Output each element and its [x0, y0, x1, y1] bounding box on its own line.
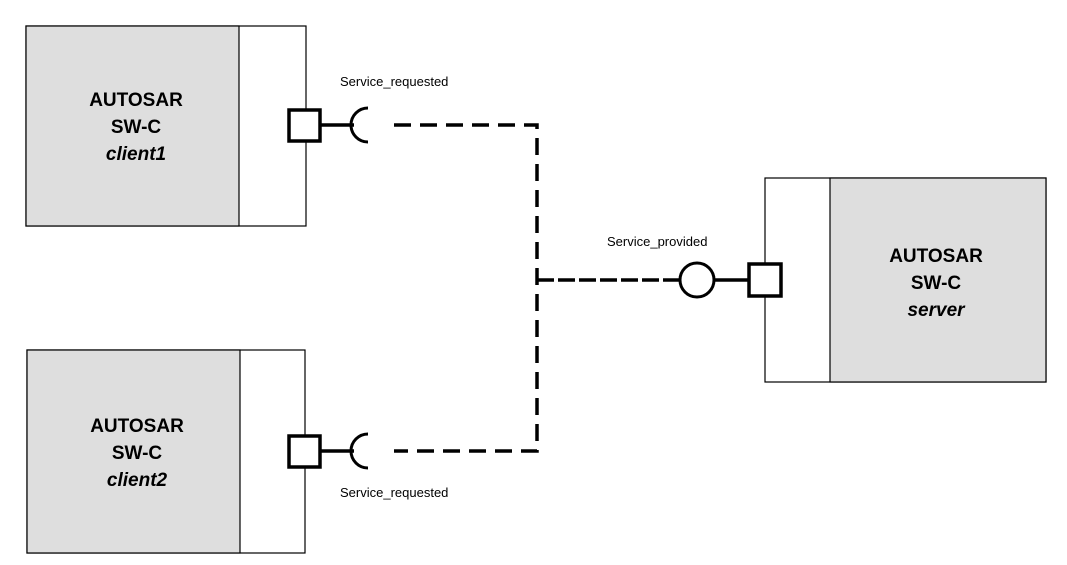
component-client2[interactable]: AUTOSAR SW-C client2: [26, 349, 306, 554]
client2-required-port[interactable]: [287, 432, 369, 470]
component-client1-subtitle: SW-C: [111, 117, 162, 138]
component-server-title: AUTOSAR: [889, 246, 983, 267]
client1-port-square: [287, 108, 322, 143]
component-client1-body: [25, 25, 240, 227]
component-client2-body: [26, 349, 241, 554]
component-client1-title: AUTOSAR: [89, 90, 183, 111]
component-client2-title: AUTOSAR: [90, 416, 184, 437]
client1-required-port[interactable]: [287, 106, 369, 144]
assembly-connector[interactable]: [394, 123, 680, 453]
client1-port-label: Service_requested: [340, 74, 448, 89]
component-server-subtitle: SW-C: [911, 273, 962, 294]
client2-port-square: [287, 434, 322, 469]
component-server-body: [829, 177, 1047, 383]
component-server[interactable]: AUTOSAR SW-C server: [764, 177, 1047, 383]
server-provided-interface-ball-icon: [678, 261, 716, 299]
server-port-label: Service_provided: [607, 234, 707, 249]
component-client1[interactable]: AUTOSAR SW-C client1: [25, 25, 307, 227]
server-provided-port[interactable]: [678, 261, 783, 299]
component-client1-instance: client1: [106, 144, 166, 165]
client2-required-interface-socket-icon: [349, 432, 369, 470]
component-server-instance: server: [907, 300, 966, 321]
client2-port-label: Service_requested: [340, 485, 448, 500]
client1-required-interface-socket-icon: [349, 106, 369, 144]
server-port-square: [747, 262, 783, 298]
component-client2-subtitle: SW-C: [112, 443, 163, 464]
connector-dashed-path: [394, 123, 539, 453]
component-client2-instance: client2: [107, 470, 168, 491]
